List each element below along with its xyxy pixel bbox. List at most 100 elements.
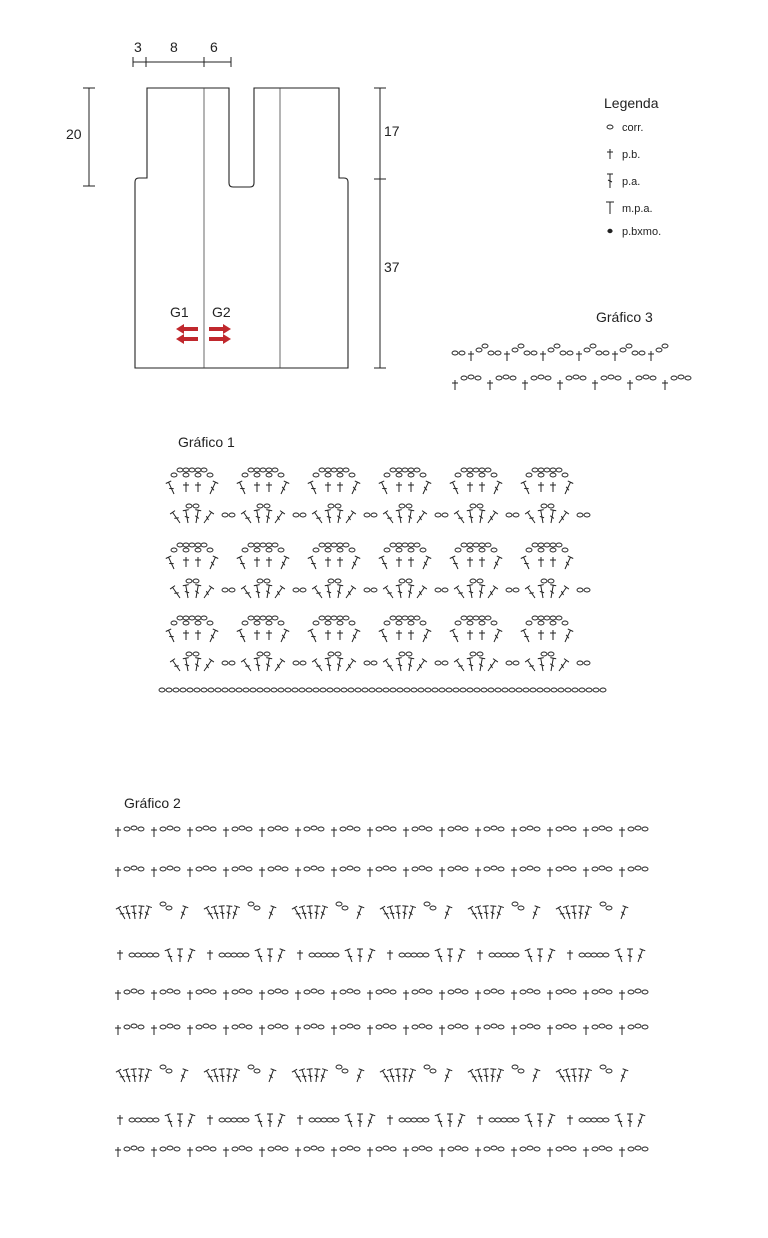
double-crochet-stitch [336, 584, 344, 599]
chain-stitch [490, 620, 498, 626]
single-crochet-stitch [439, 867, 445, 877]
single-crochet-stitch [367, 1147, 373, 1157]
chain-stitch [501, 687, 509, 693]
single-crochet-stitch [259, 1025, 265, 1035]
chain-stitch [562, 1023, 570, 1029]
chain-stitch [265, 547, 273, 553]
chain-stitch [271, 542, 279, 548]
chain-stitch [605, 1146, 613, 1152]
double-crochet-stitch [367, 1113, 376, 1128]
double-crochet-stitch [180, 1068, 189, 1083]
legend-label-pb: p.b. [622, 149, 640, 161]
single-crochet-stitch [550, 557, 556, 567]
chain-stitch [549, 547, 557, 553]
chain-stitch [182, 620, 190, 626]
chain-stitch [454, 865, 462, 871]
chain-stitch [298, 687, 306, 693]
double-crochet-stitch [532, 905, 541, 920]
chain-stitch [324, 542, 332, 548]
chain-stitch [123, 826, 131, 832]
chain-stitch [218, 952, 226, 958]
single-crochet-stitch [331, 990, 337, 1000]
double-crochet-stitch [453, 510, 465, 524]
chain-stitch [487, 687, 495, 693]
single-crochet-stitch [331, 1025, 337, 1035]
chain-stitch [576, 587, 584, 593]
chain-stitch [317, 1146, 325, 1152]
double-crochet-stitch [378, 628, 388, 643]
chain-stitch [447, 1024, 455, 1030]
chain-stitch [200, 615, 208, 621]
double-crochet-stitch [311, 585, 323, 599]
chain-stitch [317, 1024, 325, 1030]
chain-stitch [562, 825, 570, 831]
chain-stitch [677, 374, 685, 380]
chain-stitch [517, 343, 525, 349]
chain-stitch [488, 1117, 496, 1123]
chain-stitch [326, 687, 334, 693]
single-crochet-stitch [408, 482, 414, 492]
chain-stitch [434, 512, 442, 518]
chain-stitch [238, 865, 246, 871]
chain-stitch [607, 374, 615, 380]
single-crochet-stitch [223, 867, 229, 877]
chain-stitch [259, 467, 267, 473]
double-crochet-stitch [182, 657, 190, 672]
chain-stitch [490, 547, 498, 553]
double-crochet-stitch [356, 905, 365, 920]
chain-stitch [274, 825, 282, 831]
chain-stitch [418, 825, 426, 831]
chain-stitch [506, 1117, 514, 1123]
chain-stitch [500, 1117, 508, 1123]
double-crochet-stitch [169, 658, 181, 672]
chain-stitch [407, 620, 415, 626]
chain-stitch [655, 347, 663, 353]
chain-stitch [263, 687, 271, 693]
chain-stitch [242, 687, 250, 693]
chain-stitch [299, 587, 307, 593]
chain-stitch [401, 615, 409, 621]
chain-stitch [466, 547, 474, 553]
chain-stitch [454, 988, 462, 994]
chain-stitch [123, 989, 131, 995]
single-crochet-stitch [627, 380, 633, 390]
chain-stitch [310, 1023, 318, 1029]
chain-stitch [547, 578, 555, 584]
chain-stitch [256, 503, 264, 509]
chain-stitch [459, 687, 467, 693]
chain-stitch [317, 826, 325, 832]
chain-stitch [625, 343, 633, 349]
chain-stitch [341, 1068, 349, 1074]
chain-stitch [348, 547, 356, 553]
chain-stitch [562, 865, 570, 871]
chain-stitch [292, 512, 300, 518]
chain-stitch [245, 1146, 253, 1152]
chain-stitch [336, 472, 344, 478]
chain-stitch [292, 660, 300, 666]
chain-stitch [494, 1117, 502, 1123]
single-crochet-stitch [538, 630, 544, 640]
chain-stitch [256, 687, 264, 693]
chain-stitch [429, 1068, 437, 1074]
double-crochet-stitch [532, 1068, 541, 1083]
double-crochet-stitch [493, 480, 503, 495]
chain-stitch [454, 547, 462, 553]
double-crochet-stitch [490, 1068, 497, 1083]
chain-stitch [569, 1146, 577, 1152]
chain-stitch [584, 1117, 592, 1123]
single-crochet-stitch [522, 380, 528, 390]
chain-stitch [130, 1145, 138, 1151]
chain-stitch [423, 901, 431, 907]
chain-stitch [310, 988, 318, 994]
chain-stitch [347, 687, 355, 693]
chain-stitch [634, 825, 642, 831]
chain-stitch [405, 503, 413, 509]
double-crochet-stitch [265, 584, 273, 599]
chain-stitch [661, 343, 669, 349]
double-crochet-stitch [408, 1068, 417, 1083]
chain-stitch [245, 866, 253, 872]
chain-stitch [247, 1064, 255, 1070]
chain-stitch [361, 687, 369, 693]
double-crochet-stitch [253, 584, 261, 599]
single-crochet-stitch [266, 557, 272, 567]
